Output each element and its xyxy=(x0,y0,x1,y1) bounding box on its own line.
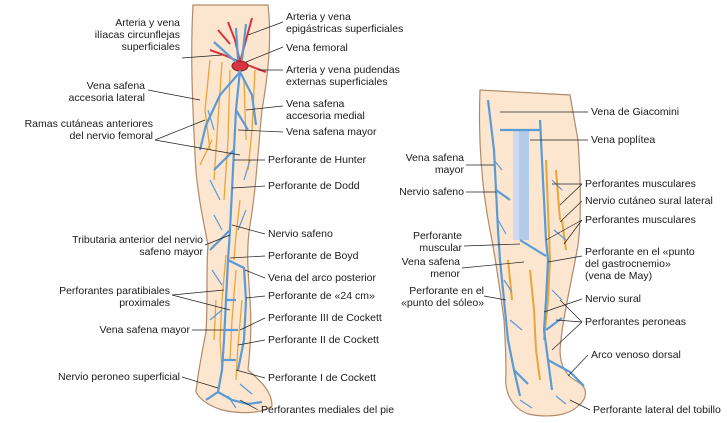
label-perforante-cockett-iii: Perforante III de Cockett xyxy=(268,312,382,324)
label-vena-femoral: Vena femoral xyxy=(286,42,348,54)
popliteal-vein xyxy=(519,130,529,240)
label-perforante-24cm: Perforante de «24 cm» xyxy=(268,290,375,302)
right-leg-silhouette xyxy=(479,90,585,416)
label-vena-safena-menor: Vena safena menor xyxy=(396,256,460,280)
label-perforantes-musculares-1: Perforantes musculares xyxy=(585,178,696,190)
label-perforante-cockett-i: Perforante I de Cockett xyxy=(268,372,376,384)
label-perforante-soleo: Perforante en el «punto del sóleo» xyxy=(390,285,484,309)
label-vena-giacomini: Vena de Giacomini xyxy=(591,106,679,118)
label-nervio-peroneo: Nervio peroneo superficial xyxy=(30,371,180,383)
label-perforante-dodd: Perforante de Dodd xyxy=(268,180,360,192)
label-perforantes-musculares-2: Perforantes musculares xyxy=(585,214,696,226)
label-perforantes-paratibiales: Perforantes paratibiales proximales xyxy=(30,285,170,309)
label-perforante-boyd: Perforante de Boyd xyxy=(268,250,358,262)
label-nervio-sural: Nervio sural xyxy=(585,293,641,305)
femoral-vein-junction xyxy=(232,61,248,71)
label-perforante-lateral-tobillo: Perforante lateral del tobillo xyxy=(593,404,721,416)
label-vena-safena-mayor-left: Vena safena mayor xyxy=(60,324,190,336)
label-nervio-safeno: Nervio safeno xyxy=(268,228,333,240)
label-ramas-cutaneas: Ramas cutáneas anteriores del nervio fem… xyxy=(4,118,153,142)
label-vena-poplitea: Vena poplítea xyxy=(591,134,655,146)
label-tributaria-anterior: Tributaria anterior del nervio safeno ma… xyxy=(20,234,203,258)
label-perforante-muscular: Perforante muscular xyxy=(400,230,462,254)
label-safena-accesoria-medial: Vena safena accesoria medial xyxy=(286,98,365,122)
label-vena-safena-mayor: Vena safena mayor xyxy=(286,126,376,138)
label-perforantes-mediales-pie: Perforantes mediales del pie xyxy=(261,404,394,416)
label-perforante-cockett-ii: Perforante II de Cockett xyxy=(268,334,379,346)
label-perforantes-peroneas: Perforantes peroneas xyxy=(585,316,686,328)
label-perforante-gastrocnemio: Perforante en el «punto del gastrocnemio… xyxy=(585,246,695,282)
label-vena-safena-mayor-right: Vena safena mayor xyxy=(390,152,464,176)
label-arteria-vena-iliacas: Arteria y vena ilíacas circunflejas supe… xyxy=(40,17,180,53)
label-nervio-cutaneo-sural: Nervio cutáneo sural lateral xyxy=(585,195,713,207)
label-pudendas: Arteria y vena pudendas externas superfi… xyxy=(286,64,400,88)
label-vena-arco-posterior: Vena del arco posterior xyxy=(268,272,376,284)
label-safena-accesoria-lateral: Vena safena accesoria lateral xyxy=(40,80,145,104)
label-perforante-hunter: Perforante de Hunter xyxy=(268,154,366,166)
label-nervio-safeno-right: Nervio safeno xyxy=(380,186,464,198)
label-arco-venoso-dorsal: Arco venoso dorsal xyxy=(591,349,681,361)
label-epigastricas: Arteria y vena epigástricas superficiale… xyxy=(286,11,403,35)
